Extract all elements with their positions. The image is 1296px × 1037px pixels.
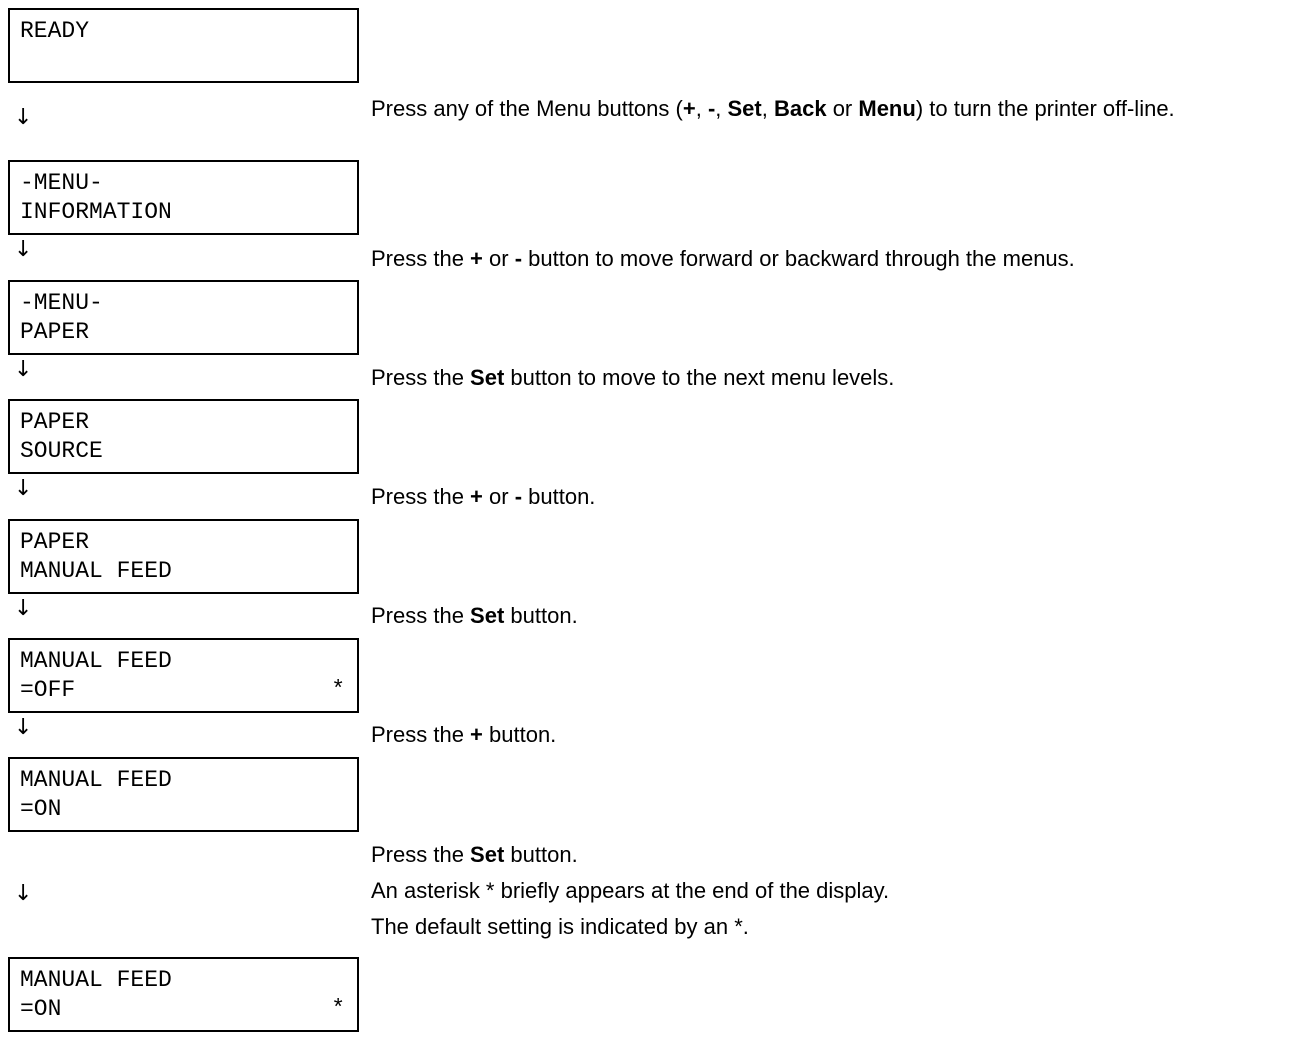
instruction-text: Press the xyxy=(371,842,471,867)
instruction-step-6: Press the + button. xyxy=(371,720,1291,749)
lcd-line-2: =ON * xyxy=(20,995,357,1024)
down-arrow-icon: ↓ xyxy=(14,881,33,906)
lcd-line-2: INFORMATION xyxy=(20,199,172,225)
lcd-line-1: PAPER xyxy=(20,409,90,435)
instruction-step-5: Press the Set button. xyxy=(371,601,1291,630)
instruction-text: button. xyxy=(482,722,557,747)
lcd-display-menu-information: -MENU- INFORMATION xyxy=(8,160,359,235)
down-arrow-icon: ↓ xyxy=(14,476,33,501)
instruction-text: button. xyxy=(504,603,578,628)
plus-key-label: + xyxy=(470,722,483,747)
lcd-line-2: SOURCE xyxy=(20,438,103,464)
instruction-text: ) to turn the printer off-line. xyxy=(915,96,1175,121)
instruction-step-1: Press any of the Menu buttons (+, -, Set… xyxy=(371,94,1291,123)
instruction-text: button. xyxy=(522,484,596,509)
set-key-label: Set xyxy=(727,96,762,121)
instruction-text: button to move to the next menu levels. xyxy=(504,365,895,390)
instruction-step-3: Press the Set button to move to the next… xyxy=(371,363,1291,392)
asterisk-indicator: * xyxy=(331,677,345,703)
lcd-line-2 xyxy=(20,46,357,75)
down-arrow-icon: ↓ xyxy=(14,237,33,262)
default-setting-note: The default setting is indicated by an *… xyxy=(371,914,749,939)
instruction-text: Press the xyxy=(371,246,471,271)
set-key-label: Set xyxy=(470,365,505,390)
set-key-label: Set xyxy=(470,842,505,867)
instruction-line: Press the Set button. xyxy=(371,840,1291,869)
instruction-text: button to move forward or backward throu… xyxy=(522,246,1075,271)
plus-key-label: + xyxy=(682,96,696,121)
instruction-text: Press the xyxy=(371,484,471,509)
lcd-display-manual-feed-on: MANUAL FEED =ON xyxy=(8,757,359,832)
instruction-text: Press the xyxy=(371,365,471,390)
instruction-step-4: Press the + or - button. xyxy=(371,482,1291,511)
set-key-label: Set xyxy=(470,603,505,628)
down-arrow-icon: ↓ xyxy=(14,715,33,740)
asterisk-indicator: * xyxy=(331,996,345,1022)
instruction-text: Press any of the Menu buttons ( xyxy=(371,96,683,121)
instruction-text: Press the xyxy=(371,603,471,628)
lcd-line-1: -MENU- xyxy=(20,170,103,196)
instruction-text: , xyxy=(695,96,708,121)
instruction-text: button. xyxy=(504,842,578,867)
lcd-value: =ON xyxy=(20,996,62,1022)
lcd-display-paper-source: PAPER SOURCE xyxy=(8,399,359,474)
lcd-line-2: MANUAL FEED xyxy=(20,558,172,584)
lcd-line-2: PAPER xyxy=(20,319,90,345)
lcd-line-1: MANUAL FEED xyxy=(20,767,172,793)
instruction-text: or xyxy=(482,246,515,271)
back-key-label: Back xyxy=(773,96,827,121)
lcd-display-menu-paper: -MENU- PAPER xyxy=(8,280,359,355)
lcd-line-1: MANUAL FEED xyxy=(20,648,172,674)
minus-key-label: - xyxy=(514,246,523,271)
lcd-line-1: READY xyxy=(20,18,90,44)
down-arrow-icon: ↓ xyxy=(14,596,33,621)
plus-key-label: + xyxy=(470,484,483,509)
down-arrow-icon: ↓ xyxy=(14,105,33,130)
lcd-line-1: PAPER xyxy=(20,529,90,555)
lcd-value: =OFF xyxy=(20,677,76,703)
lcd-line-1: MANUAL FEED xyxy=(20,967,172,993)
instruction-text: or xyxy=(826,96,859,121)
lcd-display-manual-feed-on-set: MANUAL FEED =ON * xyxy=(8,957,359,1032)
menu-key-label: Menu xyxy=(858,96,916,121)
instruction-text: or xyxy=(482,484,515,509)
asterisk-note: An asterisk * briefly appears at the end… xyxy=(371,878,890,903)
lcd-line-1: -MENU- xyxy=(20,290,103,316)
plus-key-label: + xyxy=(470,246,483,271)
instruction-text: , xyxy=(761,96,774,121)
down-arrow-icon: ↓ xyxy=(14,357,33,382)
instruction-step-7: Press the Set button. An asterisk * brie… xyxy=(371,840,1291,941)
lcd-display-paper-manual-feed: PAPER MANUAL FEED xyxy=(8,519,359,594)
instruction-text: , xyxy=(715,96,728,121)
instruction-step-2: Press the + or - button to move forward … xyxy=(371,244,1291,273)
lcd-line-2: =OFF * xyxy=(20,676,357,705)
lcd-display-ready: READY xyxy=(8,8,359,83)
instruction-text: Press the xyxy=(371,722,471,747)
lcd-display-manual-feed-off: MANUAL FEED =OFF * xyxy=(8,638,359,713)
minus-key-label: - xyxy=(707,96,716,121)
minus-key-label: - xyxy=(514,484,523,509)
lcd-line-2: =ON xyxy=(20,796,62,822)
